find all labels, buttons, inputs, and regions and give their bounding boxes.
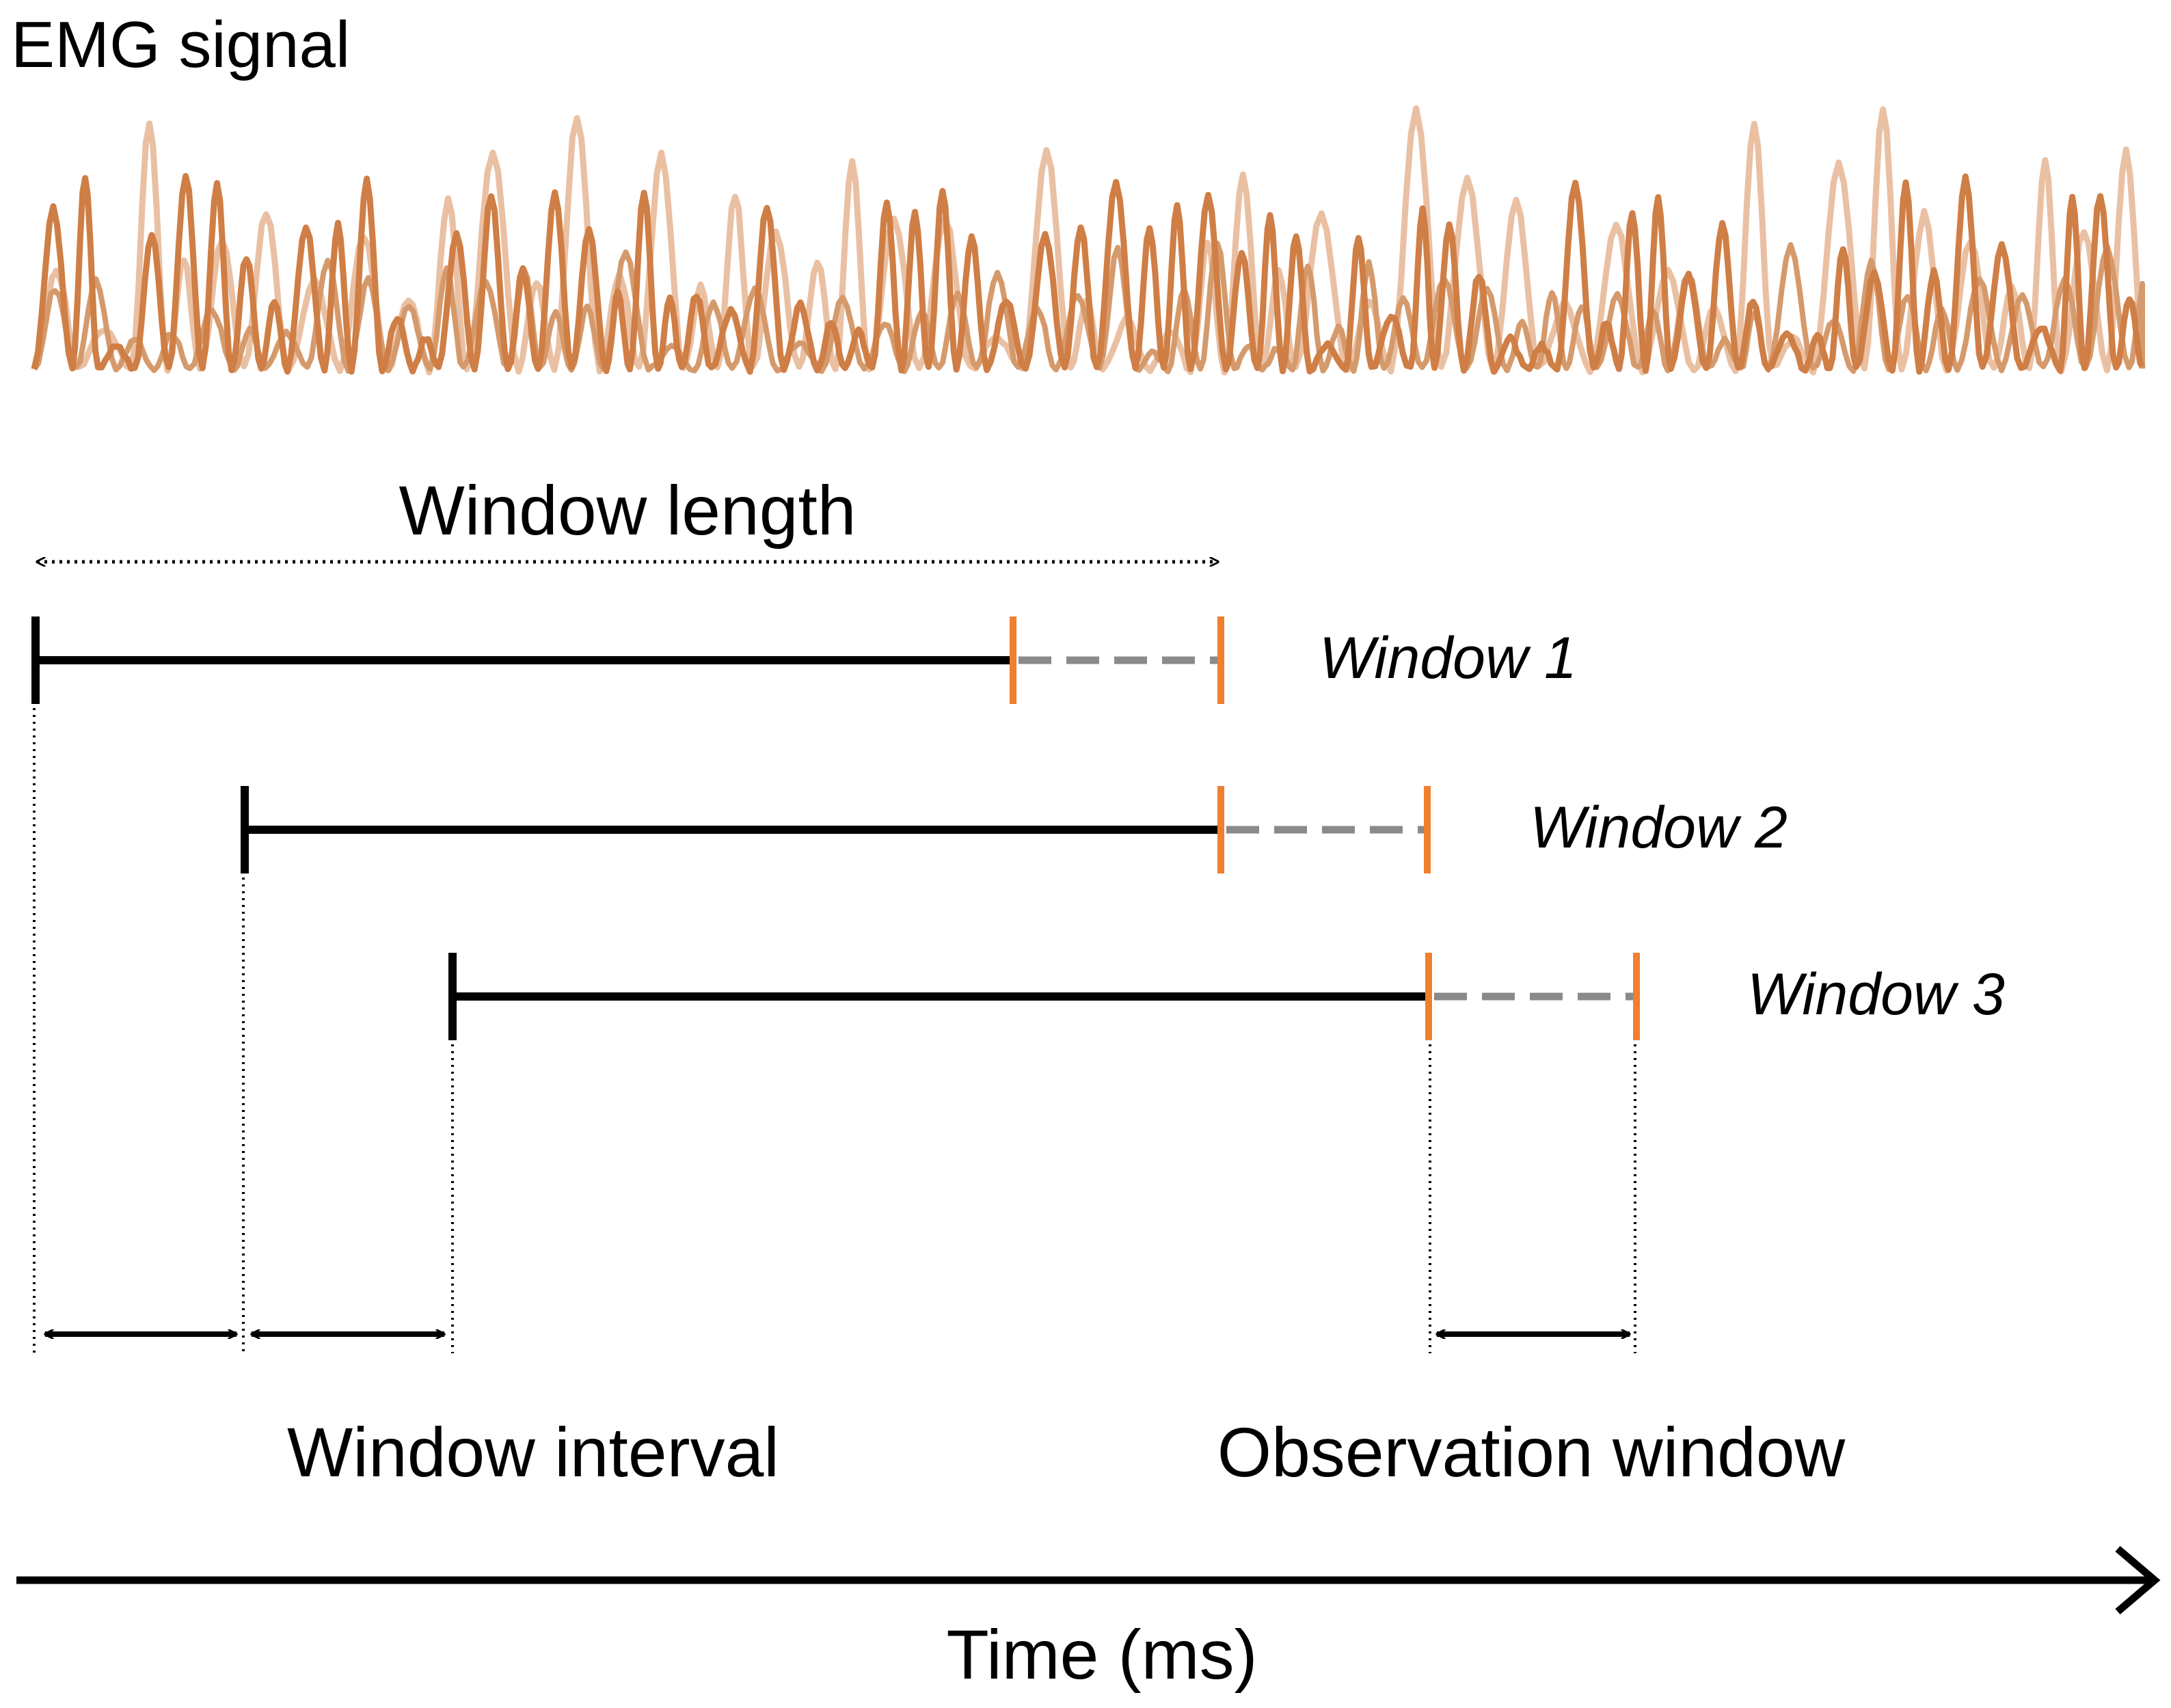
window-3: Window 3 (448, 953, 2005, 1040)
window-length-label: Window length (399, 472, 856, 550)
window-2: Window 2 (241, 786, 1788, 873)
window-interval-label: Window interval (287, 1413, 779, 1491)
emg-trace-mid (31, 241, 2145, 375)
window-3-label: Window 3 (1747, 962, 2005, 1027)
time-axis-label: Time (ms) (946, 1616, 1257, 1694)
time-axis-arrowhead (2115, 1545, 2161, 1615)
emg-signal-traces (31, 105, 2146, 376)
window-1: Window 1 (31, 616, 1577, 704)
window-2-label: Window 2 (1530, 795, 1788, 860)
emg-trace-dark (31, 173, 2145, 375)
window-1-label: Window 1 (1319, 625, 1577, 691)
emg-signal-label: EMG signal (11, 8, 350, 81)
observation-window-label: Observation window (1217, 1413, 1846, 1491)
guide-lines (33, 708, 1636, 1353)
